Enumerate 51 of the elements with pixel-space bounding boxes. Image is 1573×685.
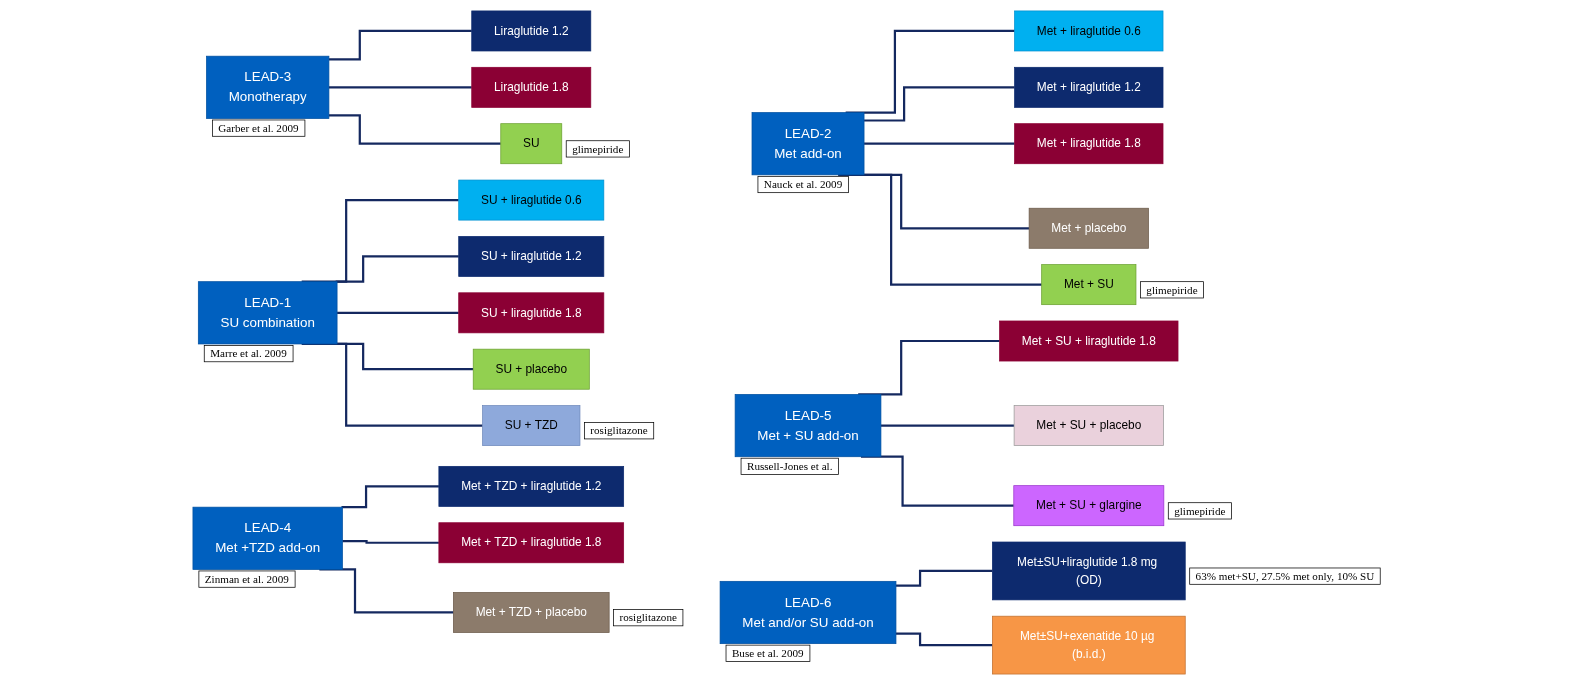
- node-label: Russell-Jones et al.: [746, 460, 833, 473]
- node-box: Met + placebo: [1028, 207, 1149, 249]
- node-box: Met + TZD + liraglutide 1.8: [438, 522, 624, 564]
- node-label: Buse et al. 2009: [731, 646, 804, 659]
- node-box: SU + liraglutide 1.8: [458, 292, 605, 334]
- node-box: SU + liraglutide 1.2: [458, 236, 605, 277]
- connector: [335, 255, 459, 283]
- node-box: Met±SU+exenatide 10 µg (b.i.d.): [991, 615, 1186, 675]
- node-box: Met + SU + glargine: [1013, 485, 1165, 527]
- node-label: glimepiride: [1146, 283, 1198, 296]
- connector: [328, 114, 501, 145]
- node-box: Met + TZD + placebo: [452, 592, 610, 633]
- node-box: LEAD-3 Monotherapy: [206, 55, 330, 119]
- node-box: Met + SU + liraglutide 1.8: [999, 320, 1179, 362]
- connector: [863, 142, 1015, 145]
- connector: [895, 632, 993, 647]
- node-label: Nauck et al. 2009: [763, 178, 843, 191]
- node-label: Zinman et al. 2009: [204, 572, 289, 585]
- node-label: glimepiride: [1174, 504, 1226, 517]
- node-label: glimepiride: [572, 142, 624, 155]
- node-box: LEAD-5 Met + SU add-on: [734, 394, 882, 458]
- node-box: Met±SU+liraglutide 1.8 mg (OD): [991, 541, 1186, 601]
- node-box: Met + SU: [1041, 264, 1137, 306]
- node-label: Garber et al. 2009: [218, 121, 299, 134]
- node-box: Liraglutide 1.2: [471, 10, 592, 52]
- connector: [337, 311, 459, 314]
- node-box: SU + TZD: [482, 405, 581, 446]
- connector: [328, 29, 472, 61]
- node-box: Met + liraglutide 1.8: [1014, 123, 1164, 165]
- connector: [880, 424, 1015, 427]
- node-box: SU + liraglutide 0.6: [458, 179, 605, 221]
- node-label: 63% met+SU, 27.5% met only, 10% SU: [1195, 569, 1375, 582]
- node-box: Met + SU + placebo: [1013, 405, 1164, 446]
- connector: [328, 86, 472, 89]
- connector: [863, 86, 1015, 122]
- node-label: rosiglitazone: [590, 424, 648, 437]
- node-box: SU + placebo: [472, 348, 590, 390]
- node-box: LEAD-6 Met and/or SU add-on: [719, 580, 897, 644]
- node-label: rosiglitazone: [619, 611, 677, 624]
- connector: [342, 539, 439, 544]
- node-box: Met + TZD + liraglutide 1.2: [438, 466, 624, 507]
- node-box: LEAD-2 Met add-on: [751, 112, 865, 176]
- node-label: Marre et al. 2009: [210, 347, 287, 360]
- connector: [895, 569, 993, 587]
- node-box: SU: [500, 123, 563, 165]
- connector: [341, 485, 439, 509]
- node-box: Met + liraglutide 1.2: [1014, 66, 1164, 108]
- node-box: Liraglutide 1.8: [471, 66, 592, 108]
- node-box: Met + liraglutide 0.6: [1014, 10, 1164, 52]
- node-box: LEAD-4 Met +TZD add-on: [192, 506, 343, 570]
- node-box: LEAD-1 SU combination: [197, 281, 338, 345]
